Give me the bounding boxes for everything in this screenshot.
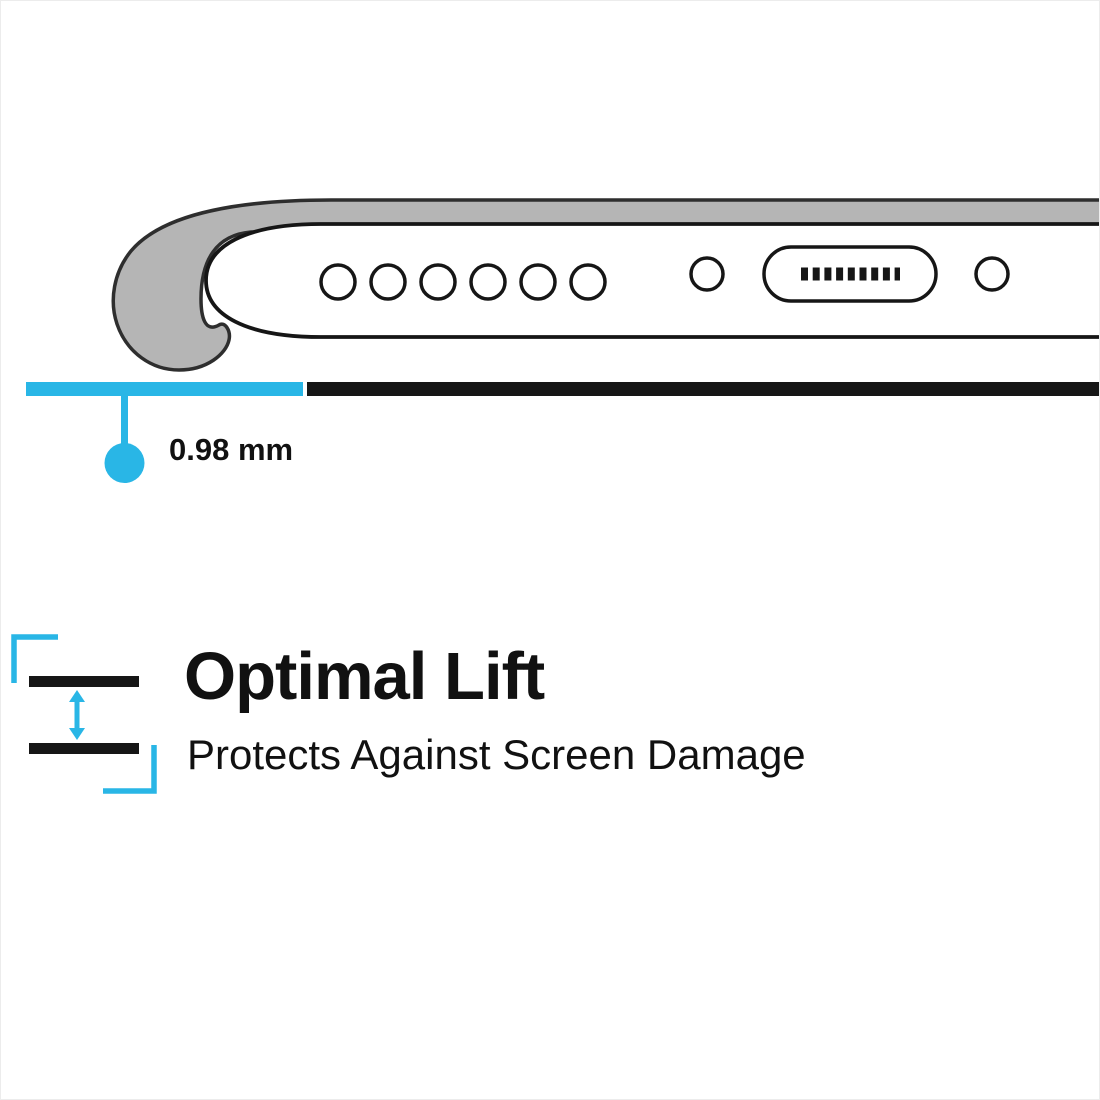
surface-line-black	[307, 382, 1099, 396]
phone-case-illustration	[111, 198, 1099, 372]
lift-measurement-label: 0.98 mm	[169, 432, 294, 467]
speaker-hole	[369, 263, 407, 301]
measurement-stem	[121, 395, 128, 447]
screw-hole-left	[689, 256, 725, 292]
gap-bar-top	[29, 676, 139, 687]
speaker-hole	[519, 263, 557, 301]
bracket-top-left-icon	[11, 634, 58, 683]
double-arrow-icon	[69, 690, 85, 740]
bracket-bottom-right-icon	[103, 745, 157, 794]
gap-bar-bottom	[29, 743, 139, 754]
measurement-dot	[104, 443, 145, 483]
speaker-hole	[569, 263, 607, 301]
case-body	[111, 198, 1099, 372]
speaker-hole	[319, 263, 357, 301]
speaker-hole	[419, 263, 457, 301]
screw-hole-right	[974, 256, 1010, 292]
lift-gap-icon	[11, 634, 157, 794]
charging-port-icon	[762, 245, 938, 303]
lift-measurement	[26, 382, 1099, 483]
lift-gap-line-cyan	[26, 382, 303, 396]
speaker-hole	[469, 263, 507, 301]
speaker-holes	[319, 263, 607, 301]
feature-subtitle: Protects Against Screen Damage	[187, 731, 806, 778]
feature-title: Optimal Lift	[184, 639, 545, 714]
